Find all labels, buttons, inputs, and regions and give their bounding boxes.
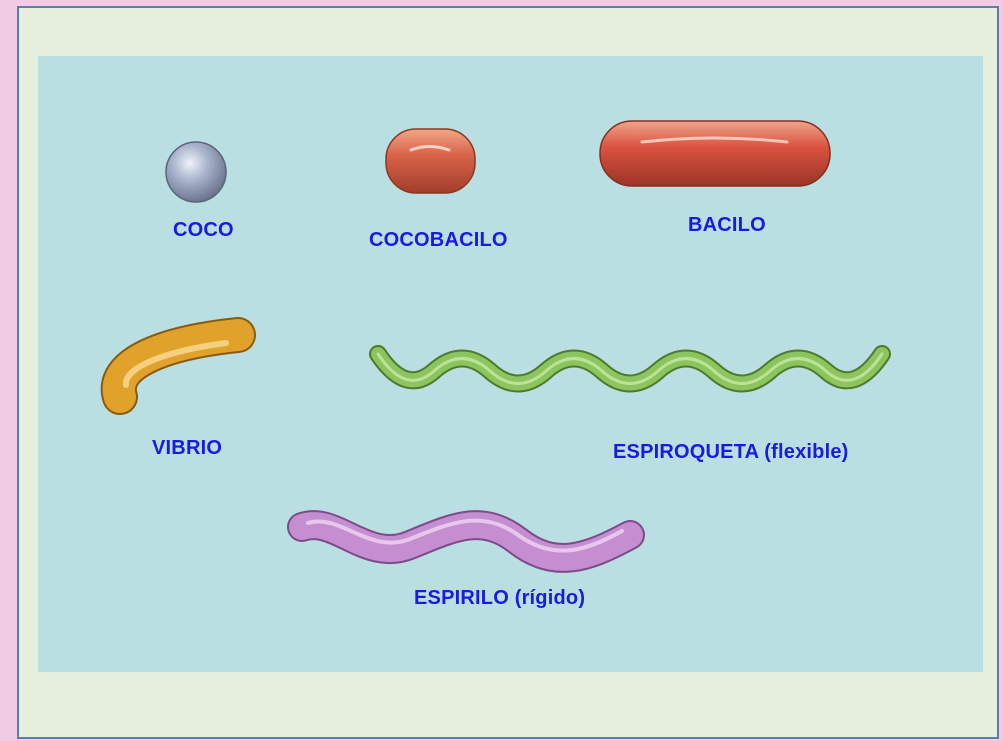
vibrio-label: VIBRIO — [152, 437, 222, 460]
cocobacilo-short-rod-icon — [383, 126, 479, 196]
cocobacilo-label: COCOBACILO — [369, 229, 508, 252]
coco-sphere-icon — [160, 140, 230, 205]
vibrio-curved-rod-icon — [100, 315, 260, 415]
espiroqueta-label: ESPIROQUETA (flexible) — [613, 441, 849, 464]
coco-label: COCO — [173, 219, 234, 242]
espirilo-wavy-spiral-icon — [286, 505, 648, 571]
bacilo-label: BACILO — [688, 214, 766, 237]
bacilo-rod-icon — [597, 118, 833, 190]
espiroqueta-tight-coil-icon — [368, 336, 908, 406]
espirilo-label: ESPIRILO (rígido) — [414, 587, 585, 610]
